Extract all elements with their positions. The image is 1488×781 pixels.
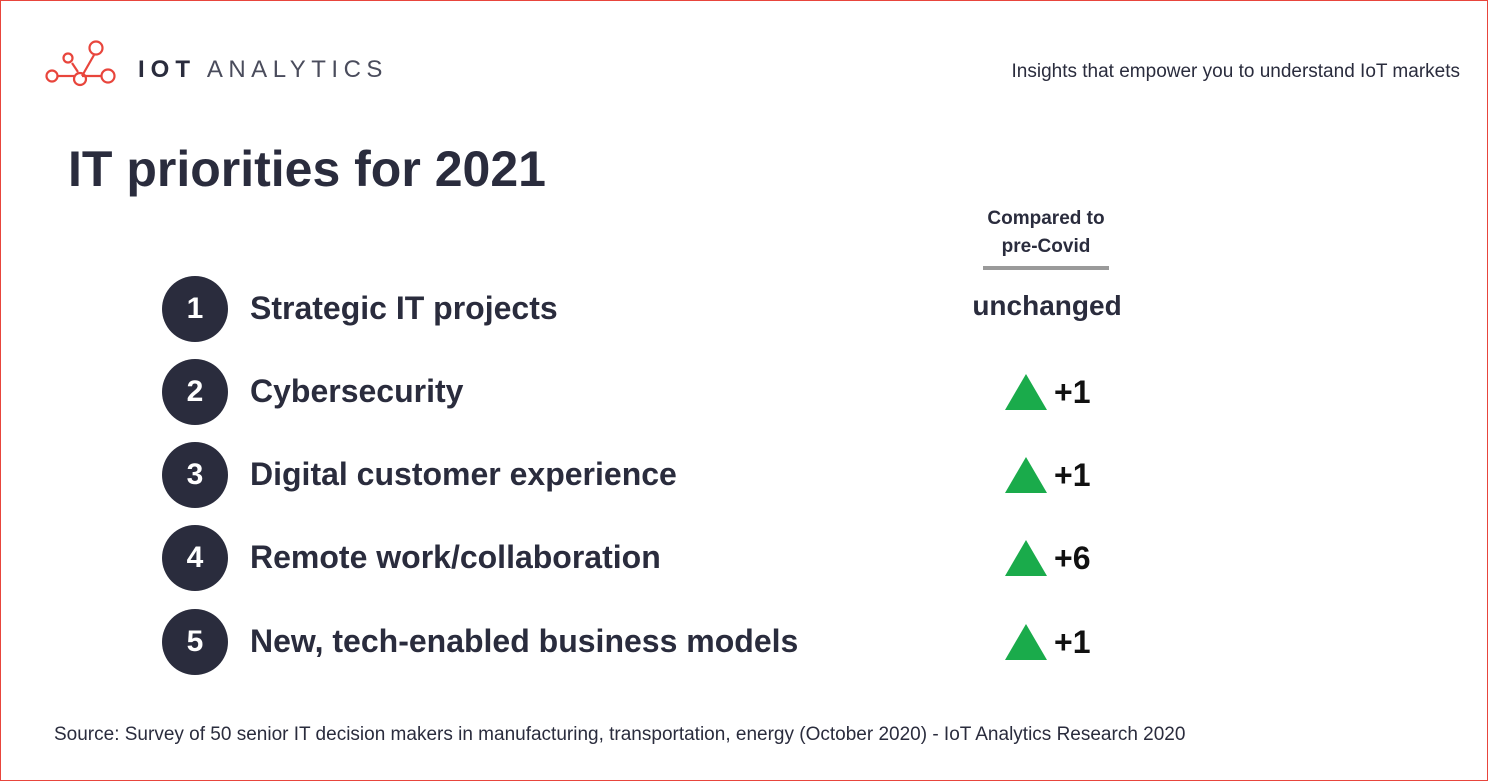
priority-row: 1 Strategic IT projects unchanged [162,276,1162,342]
comparison-header: Compared to pre-Covid [964,205,1128,261]
brand-name-bold: IOT [138,56,196,83]
priority-label: Remote work/collaboration [250,539,661,575]
up-triangle-icon [1005,457,1047,493]
rank-badge: 5 [162,609,228,675]
tagline: Insights that empower you to understand … [1011,61,1461,82]
rank-number: 5 [186,625,204,658]
change-indicator: +1 [964,609,1130,675]
rank-number: 2 [186,375,204,408]
rank-number: 3 [186,458,204,491]
comparison-underline [983,266,1109,270]
rank-badge: 2 [162,359,228,425]
rank-number: 1 [186,292,204,325]
change-indicator: unchanged [964,276,1130,342]
network-nodes-icon [45,40,116,87]
brand-wordmark: IOT ANALYTICS [138,57,388,83]
priority-label: Cybersecurity [250,373,464,409]
change-value: +6 [1054,540,1091,576]
source-note: Source: Survey of 50 senior IT decision … [54,724,1186,745]
priority-row: 5 New, tech-enabled business models +1 [162,609,1162,675]
change-indicator: +6 [964,525,1130,591]
change-value: +1 [1054,374,1091,410]
rank-badge: 3 [162,442,228,508]
brand-logo [44,36,120,92]
change-value: +1 [1054,624,1091,660]
priority-row: 3 Digital customer experience +1 [162,442,1162,508]
rank-number: 4 [186,541,204,574]
priority-label: New, tech-enabled business models [250,623,799,659]
rank-badge: 1 [162,276,228,342]
change-indicator: +1 [964,442,1130,508]
priority-row: 2 Cybersecurity +1 [162,359,1162,425]
priority-label: Strategic IT projects [250,290,558,326]
comparison-header-line2: pre-Covid [1001,236,1091,257]
priority-row: 4 Remote work/collaboration +6 [162,525,1162,591]
up-triangle-icon [1005,540,1047,576]
up-triangle-icon [1005,624,1047,660]
priority-label: Digital customer experience [250,456,677,492]
up-triangle-icon [1005,374,1047,410]
brand-name-light: ANALYTICS [206,56,388,83]
change-indicator: +1 [964,359,1130,425]
change-value: +1 [1054,457,1091,493]
comparison-header-line1: Compared to [987,208,1105,229]
page-title: IT priorities for 2021 [68,141,546,197]
rank-badge: 4 [162,525,228,591]
change-value: unchanged [972,290,1122,321]
